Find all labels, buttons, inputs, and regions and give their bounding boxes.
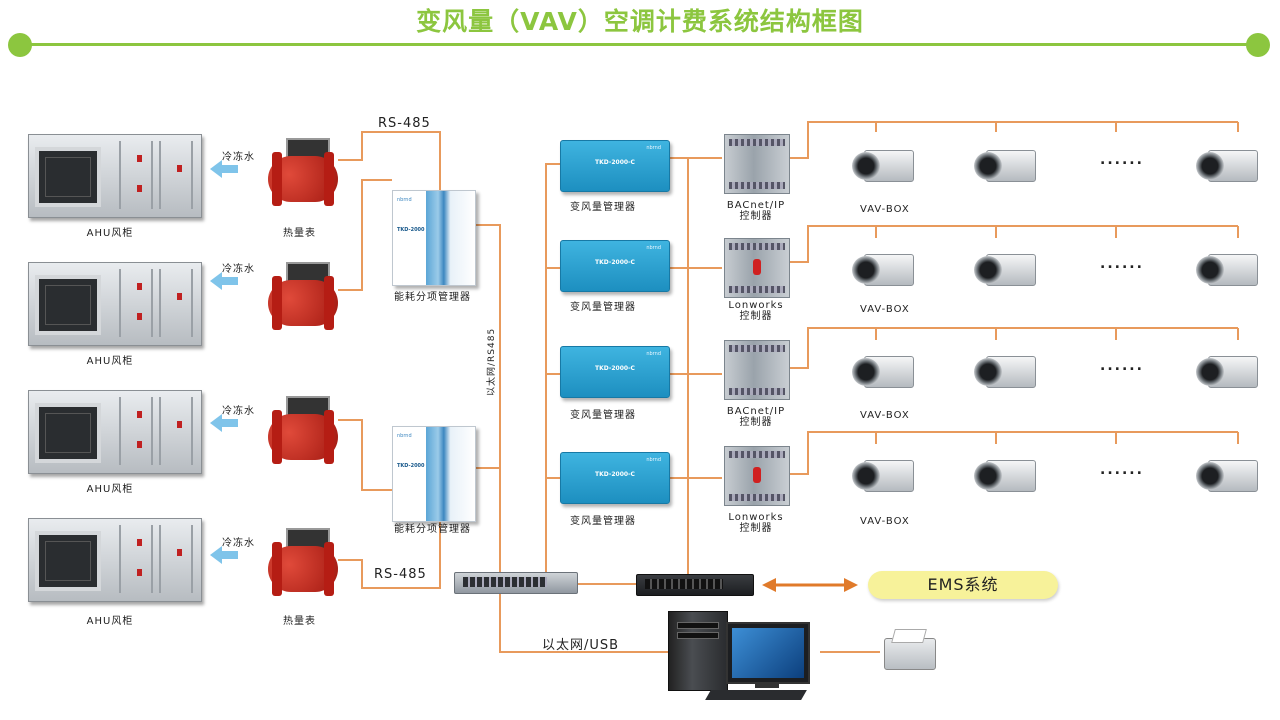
vav-manager-label-1: 变风量管理器 bbox=[570, 202, 636, 213]
vav-box bbox=[1196, 144, 1258, 184]
heat-meter-3 bbox=[268, 396, 338, 468]
vav-box bbox=[852, 248, 914, 288]
vav-drops bbox=[875, 122, 1239, 444]
energy-manager-1: nbrnd TKD-2000 bbox=[392, 190, 476, 286]
header-divider bbox=[20, 43, 1258, 46]
ahu-unit-2 bbox=[28, 262, 202, 346]
controller-bacnet-1 bbox=[724, 134, 790, 194]
water-label-2: 冷冻水 bbox=[222, 264, 255, 275]
energy-manager-label-1: 能耗分项管理器 bbox=[394, 292, 471, 303]
ems-arrow bbox=[762, 578, 858, 592]
vav-box bbox=[1196, 248, 1258, 288]
vav-box bbox=[852, 144, 914, 184]
vav-manager-label-2: 变风量管理器 bbox=[570, 302, 636, 313]
controller-bacnet-2 bbox=[724, 340, 790, 400]
ahu-unit-3 bbox=[28, 390, 202, 474]
wire-rs485-top bbox=[338, 131, 441, 190]
water-label-4: 冷冻水 bbox=[222, 538, 255, 549]
printer bbox=[884, 638, 936, 670]
heat-meter-2 bbox=[268, 262, 338, 334]
rs485-label-top: RS-485 bbox=[378, 116, 431, 131]
controller-lonworks-2 bbox=[724, 446, 790, 506]
vav-box bbox=[1196, 454, 1258, 494]
vav-ellipsis-3: ...... bbox=[1100, 358, 1144, 374]
ahu-label-1: AHU风柜 bbox=[86, 228, 134, 239]
wire-rs485-bottom bbox=[338, 522, 441, 589]
wire-meter2-em1 bbox=[338, 179, 392, 291]
controller-lonworks-1 bbox=[724, 238, 790, 298]
wire-meter3-em2 bbox=[338, 419, 392, 491]
vav-row-label-1: VAV-BOX bbox=[860, 204, 910, 215]
heat-meter-label-top: 热量表 bbox=[283, 228, 316, 239]
vav-manager-label-4: 变风量管理器 bbox=[570, 516, 636, 527]
vav-row-label-4: VAV-BOX bbox=[860, 516, 910, 527]
vav-row-label-3: VAV-BOX bbox=[860, 410, 910, 421]
energy-manager-2: nbrnd TKD-2000 bbox=[392, 426, 476, 522]
vav-box bbox=[852, 350, 914, 390]
page-title: 变风量（VAV）空调计费系统结构框图 bbox=[416, 7, 864, 36]
header-dot-left bbox=[8, 33, 32, 57]
vav-box bbox=[974, 350, 1036, 390]
ahu-label-4: AHU风柜 bbox=[86, 616, 134, 627]
ahu-label-3: AHU风柜 bbox=[86, 484, 134, 495]
ahu-unit-4 bbox=[28, 518, 202, 602]
vav-box bbox=[1196, 350, 1258, 390]
vav-ellipsis-2: ...... bbox=[1100, 256, 1144, 272]
wire-em1-trunk bbox=[476, 224, 501, 572]
vav-box bbox=[974, 248, 1036, 288]
ems-system: EMS系统 bbox=[868, 571, 1058, 599]
heat-meter-1 bbox=[268, 138, 338, 210]
ahu-unit-1 bbox=[28, 134, 202, 218]
pc-monitor bbox=[726, 622, 810, 684]
trunk-label: 以太网/RS485 bbox=[487, 327, 497, 396]
water-label-1: 冷冻水 bbox=[222, 152, 255, 163]
vav-box bbox=[974, 454, 1036, 494]
monitor-stand bbox=[755, 682, 779, 688]
ahu-label-2: AHU风柜 bbox=[86, 356, 134, 367]
vav-ellipsis-1: ...... bbox=[1100, 152, 1144, 168]
wire-switch-pc bbox=[499, 592, 668, 653]
heat-meter-4 bbox=[268, 528, 338, 600]
gateway-switch bbox=[636, 574, 754, 596]
vav-ellipsis-4: ...... bbox=[1100, 462, 1144, 478]
vav-box bbox=[974, 144, 1036, 184]
rs485-label-bottom: RS-485 bbox=[374, 567, 427, 582]
wire-ctl-bus bbox=[687, 157, 722, 576]
wire-mgr-bus bbox=[545, 163, 560, 572]
vav-row-label-2: VAV-BOX bbox=[860, 304, 910, 315]
usb-label: 以太网/USB bbox=[542, 638, 620, 653]
heat-meter-label-bottom: 热量表 bbox=[283, 616, 316, 627]
header-dot-right bbox=[1246, 33, 1270, 57]
keyboard bbox=[705, 690, 807, 700]
vav-box bbox=[852, 454, 914, 494]
pc-tower bbox=[668, 611, 728, 691]
water-label-3: 冷冻水 bbox=[222, 406, 255, 417]
network-switch bbox=[454, 572, 578, 594]
vav-manager-label-3: 变风量管理器 bbox=[570, 410, 636, 421]
energy-manager-label-2: 能耗分项管理器 bbox=[394, 524, 471, 535]
